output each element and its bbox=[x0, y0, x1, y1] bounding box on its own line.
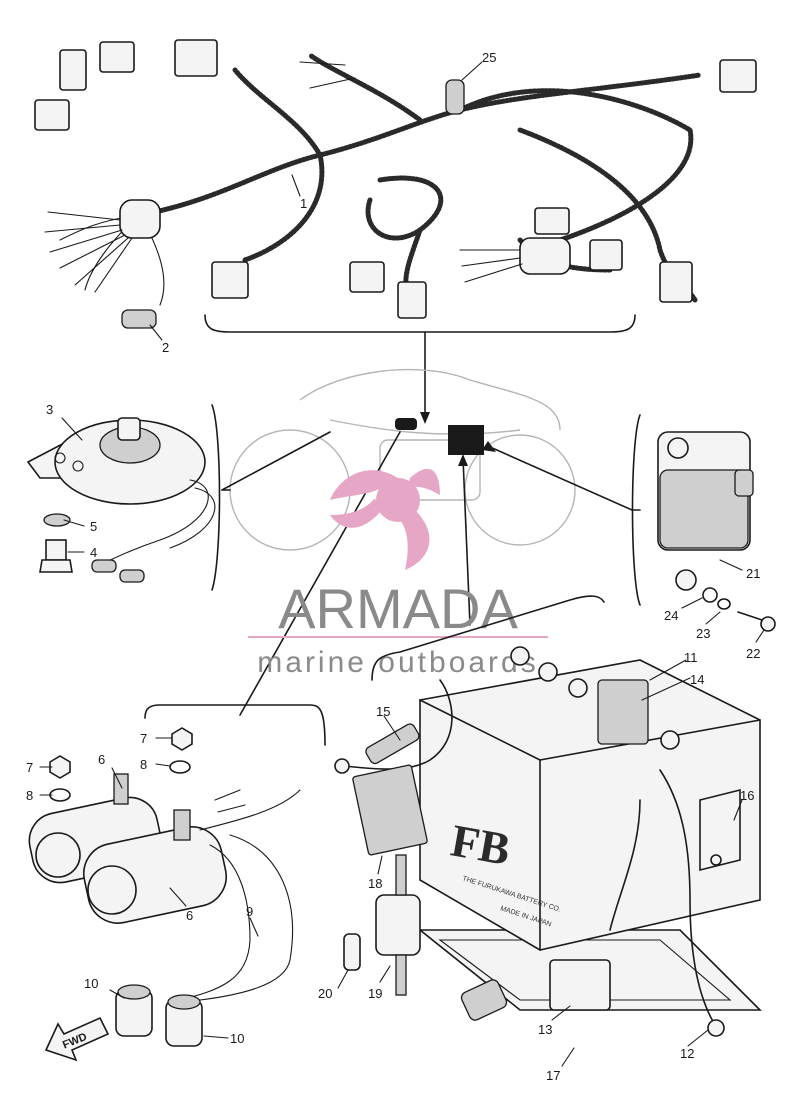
battery-logo: FB bbox=[447, 815, 514, 875]
part-number-21: 21 bbox=[746, 566, 760, 581]
part-number-9: 9 bbox=[246, 904, 253, 919]
part-number-4: 4 bbox=[90, 545, 97, 560]
part-number-6a: 6 bbox=[98, 752, 105, 767]
horn-assembly bbox=[26, 404, 231, 591]
part-number-7a: 7 bbox=[26, 760, 33, 775]
watermark: ARMADA marine outboards bbox=[248, 468, 548, 679]
part-number-8b: 8 bbox=[140, 757, 147, 772]
part-number-23: 23 bbox=[696, 626, 710, 641]
part-number-7b: 7 bbox=[140, 731, 147, 746]
wire-harness-group bbox=[34, 39, 757, 329]
part-number-8a: 8 bbox=[26, 788, 33, 803]
watermark-tagline: marine outboards bbox=[257, 646, 538, 679]
part-number-15: 15 bbox=[376, 704, 390, 719]
part-number-17: 17 bbox=[546, 1068, 560, 1083]
part-number-25: 25 bbox=[482, 50, 496, 65]
part-number-24: 24 bbox=[664, 608, 678, 623]
part-number-14: 14 bbox=[690, 672, 704, 687]
part-number-6b: 6 bbox=[186, 908, 193, 923]
part-number-22: 22 bbox=[746, 646, 760, 661]
part-number-5: 5 bbox=[90, 519, 97, 534]
part-number-10b: 10 bbox=[230, 1031, 244, 1046]
part-number-3: 3 bbox=[46, 402, 53, 417]
part-number-16: 16 bbox=[740, 788, 754, 803]
part-number-2: 2 bbox=[162, 340, 169, 355]
part-number-10a: 10 bbox=[84, 976, 98, 991]
part-number-19: 19 bbox=[368, 986, 382, 1001]
part-number-20: 20 bbox=[318, 986, 332, 1001]
regulator-assembly bbox=[631, 414, 776, 632]
part-number-18: 18 bbox=[368, 876, 382, 891]
part-numbers: 1 2 3 5 4 6 6 7 7 8 8 9 10 10 11 12 13 1… bbox=[26, 50, 760, 1083]
part-number-11: 11 bbox=[684, 650, 698, 665]
relay-assembly: FWD bbox=[28, 704, 326, 1062]
leader-lines bbox=[39, 61, 765, 1067]
battery-assembly: FB THE FURUKAWA BATTERY CO. MADE IN JAPA… bbox=[334, 595, 762, 1037]
part-number-12: 12 bbox=[680, 1046, 694, 1061]
part-number-13: 13 bbox=[538, 1022, 552, 1037]
part-number-1: 1 bbox=[300, 196, 307, 211]
watermark-brand: ARMADA bbox=[278, 577, 518, 640]
